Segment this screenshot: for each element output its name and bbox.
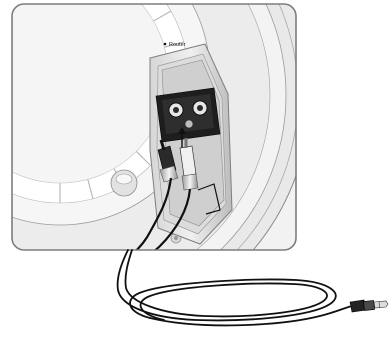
router-label: Router <box>169 42 186 48</box>
jack-socket-icon <box>193 101 207 115</box>
label-dot <box>164 43 167 46</box>
center-screw <box>185 120 193 128</box>
jack-socket-icon <box>169 103 183 117</box>
audio-cable <box>118 250 352 325</box>
device-panel: Router <box>0 0 310 335</box>
minijack-plug-icon <box>350 300 388 312</box>
